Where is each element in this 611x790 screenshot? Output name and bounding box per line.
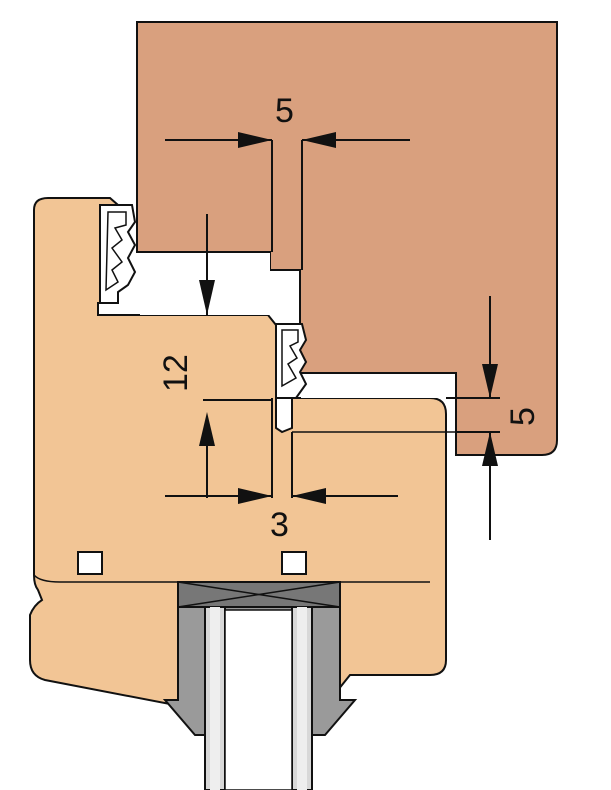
frame-profile [29, 197, 447, 707]
frame-bead-line [33, 574, 430, 583]
dim-top-gap: 5 [165, 92, 410, 270]
bottom-gap [301, 374, 455, 398]
dim-rebate-depth: 12 [157, 214, 215, 392]
dim-rebate-depth-label: 12 [157, 354, 195, 392]
frame-notch-left [77, 551, 103, 575]
frame-notch-right [281, 551, 307, 575]
seal-sash-middle [275, 323, 308, 434]
glazing-unit [162, 581, 358, 790]
dim-side-gap: 5 [446, 296, 542, 540]
sash-profile [136, 21, 558, 456]
dim-top-gap-label: 5 [275, 92, 294, 130]
dim-side-gap-label: 5 [504, 407, 542, 426]
dim-seal-gap: 3 [165, 398, 492, 544]
seal-frame-top [99, 204, 137, 304]
dim-seal-gap-label: 3 [270, 506, 289, 544]
